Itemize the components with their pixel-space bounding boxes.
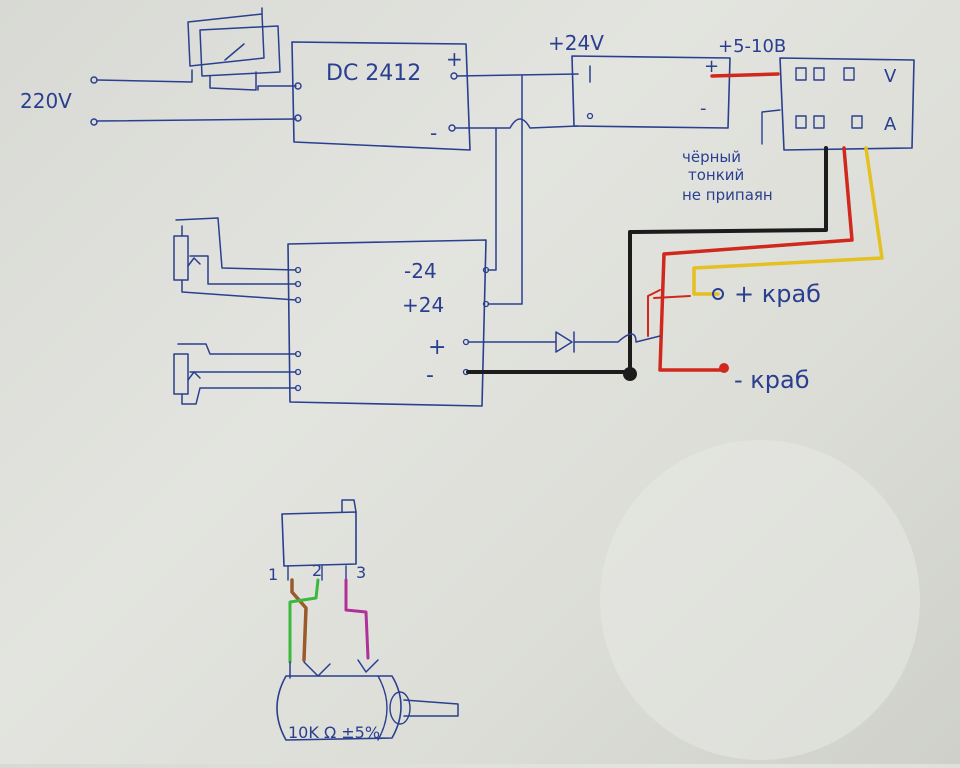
pin-1-label: 1 [268,565,278,584]
meter-volt-label: V [884,66,897,87]
unsoldered-wire-note: чёрный тонкий не припаян [682,148,773,204]
note-line-1: чёрный [682,148,741,166]
converter-plus-label: + [446,47,463,71]
black-wire-meter [628,146,828,372]
mains-input: 220V [20,69,297,126]
potentiometer-2 [173,343,297,405]
power-switch [187,7,281,91]
clamp-terminals: + краб - краб [712,280,821,394]
clamp-minus-label: - краб [734,366,810,394]
volt-amp-meter: +5-10B V A [718,36,915,151]
mains-label: 220V [20,89,72,113]
controller-output-wiring [466,331,661,381]
pin-1-green-wire [288,578,320,664]
supply-top-label: +24V [548,31,604,55]
pot-pinout-detail: 1 2 3 10K Ω ±5% [268,499,459,742]
yellow-wire-meter [692,146,884,296]
pin-1-brown-wire [290,578,308,662]
pot-rating-label: 10K Ω ±5% [288,723,380,742]
supply-output-plus-label: + [704,56,719,77]
note-line-3: не припаян [682,186,773,204]
converter-minus-label: - [430,121,437,145]
meter-range-label: +5-10B [718,36,786,57]
supply-block: +24V + - [548,31,731,129]
meter-amp-label: A [884,114,897,135]
controller-minus24-label: -24 [404,259,437,283]
dc-converter: DC 2412 + - [291,41,471,151]
converter-output-wires [454,73,579,305]
red-wire-meter [658,146,854,372]
note-line-2: тонкий [688,166,744,184]
controller-plus24-label: +24 [402,293,444,317]
diode-symbol [555,331,575,353]
converter-model-label: DC 2412 [326,61,421,86]
supply-output-minus-label: - [700,98,707,119]
pin-2-label: 2 [312,561,322,580]
potentiometer-1 [173,217,297,301]
thin-wire-shunt [647,289,691,337]
pin-3-label: 3 [356,563,366,582]
paper-stain [600,440,920,760]
controller-block: -24 +24 + - [287,239,490,407]
controller-plus-label: + [428,335,446,360]
red-wire-to-meter [710,72,780,78]
clamp-plus-label: + краб [734,280,821,308]
controller-minus-label: - [426,363,434,388]
pin-3-magenta-wire [344,578,370,660]
